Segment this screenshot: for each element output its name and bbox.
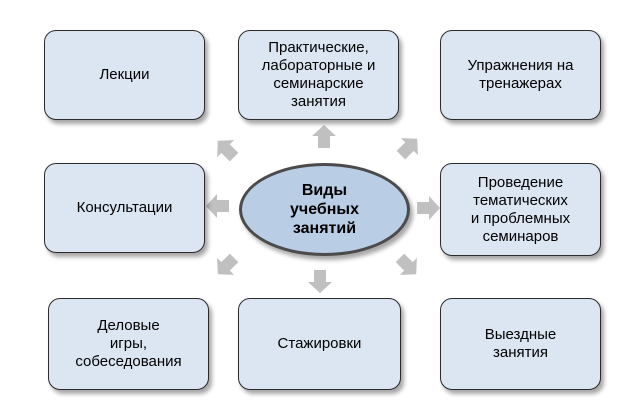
box-seminars-label: Проведение тематических и проблемных сем… <box>470 173 571 245</box>
box-consultations-label: Консультации <box>76 199 173 216</box>
box-practical-label: Практические, лабораторные и семинарские… <box>261 39 376 110</box>
box-lectures-label: Лекции <box>99 66 150 83</box>
arrow-to-simulators <box>392 130 426 164</box>
box-consultations: Консультации <box>44 163 205 253</box>
arrow-to-lectures <box>209 132 243 166</box>
arrow-to-consultations <box>206 194 229 218</box>
center-label: Виды учебных занятий <box>290 182 359 237</box>
arrow-to-games <box>209 249 243 283</box>
center-ellipse: Виды учебных занятий <box>239 163 410 256</box>
box-internships-label: Стажировки <box>277 335 362 352</box>
box-seminars: Проведение тематических и проблемных сем… <box>440 163 601 256</box>
box-lectures: Лекции <box>44 30 205 120</box>
arrow-to-internships <box>308 270 332 293</box>
arrow-to-field <box>391 249 425 283</box>
box-field: Выездные занятия <box>440 298 601 390</box>
box-simulators-label: Упражнения на тренажерах <box>467 57 574 92</box>
box-field-label: Выездные занятия <box>484 326 557 361</box>
arrow-to-seminars <box>417 196 440 220</box>
box-simulators: Упражнения на тренажерах <box>440 30 601 120</box>
box-internships: Стажировки <box>238 298 401 390</box>
box-games-label: Деловые игры, собеседования <box>75 317 182 370</box>
arrow-to-practical <box>312 125 336 148</box>
box-games: Деловые игры, собеседования <box>48 298 209 390</box>
box-practical: Практические, лабораторные и семинарские… <box>238 30 399 120</box>
